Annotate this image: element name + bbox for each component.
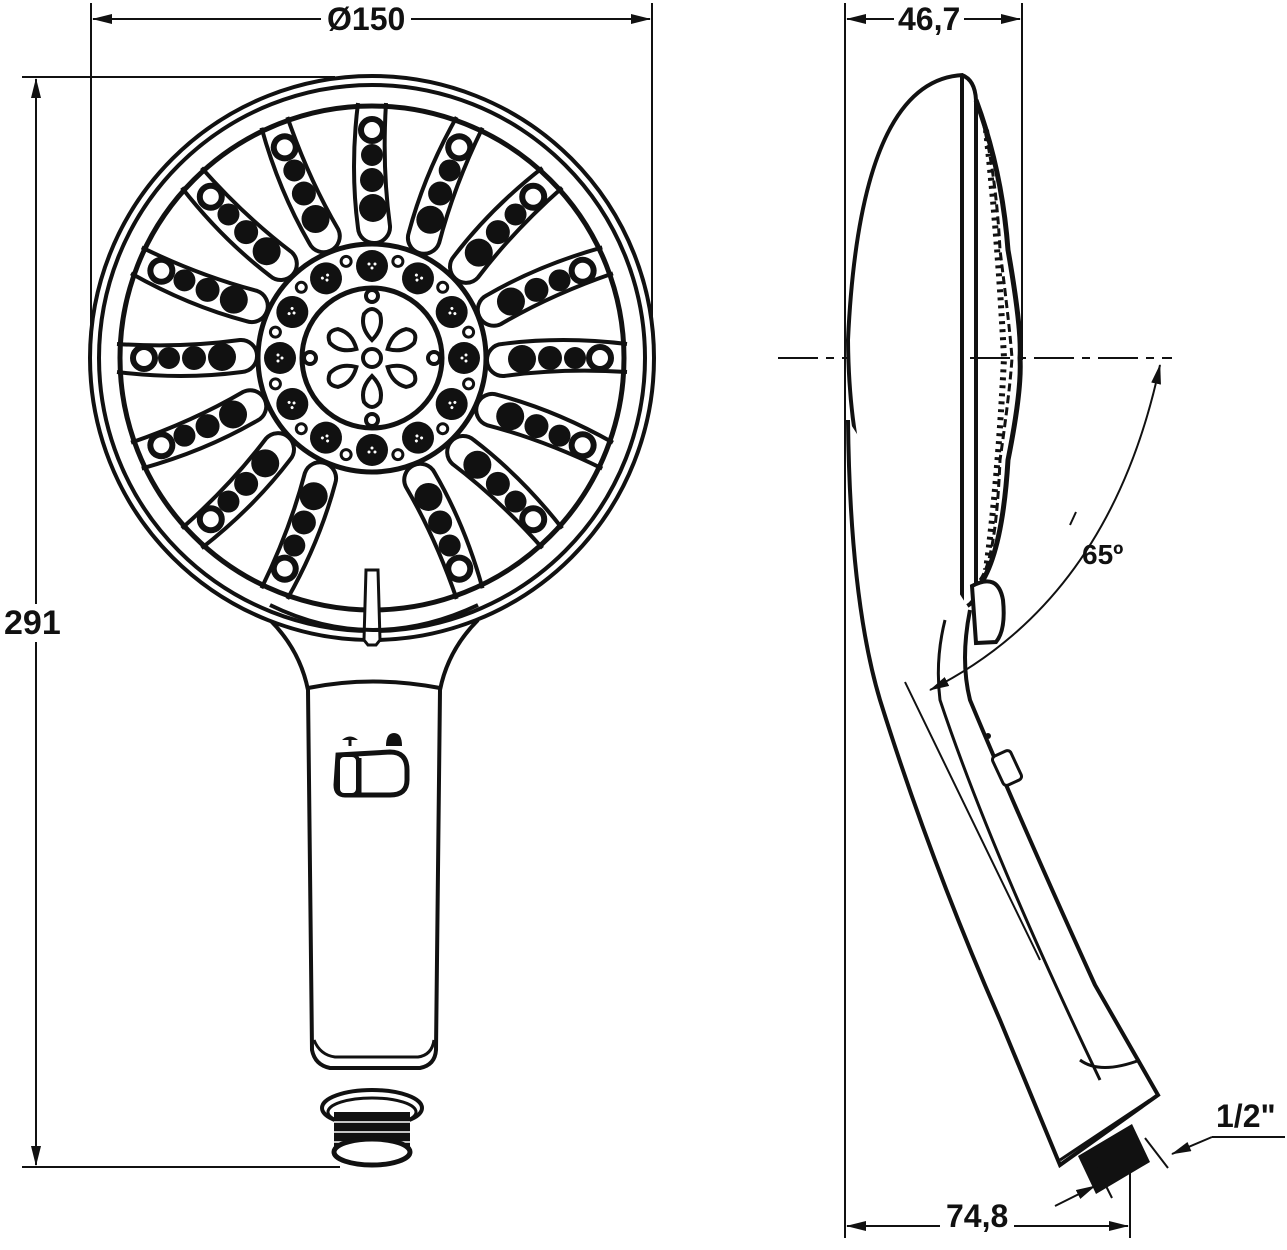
mode-switch-button <box>333 733 410 798</box>
front-view <box>22 3 656 1168</box>
angle-dimension <box>904 364 1161 961</box>
handle <box>268 618 480 1168</box>
angle-label: 65º <box>1082 539 1124 570</box>
height-label: 291 <box>4 604 61 642</box>
thread-connector <box>320 1088 424 1168</box>
side-view <box>778 3 1285 1238</box>
selector-tab <box>362 568 382 647</box>
side-thread <box>1078 1124 1150 1194</box>
shower-head-face <box>88 74 656 647</box>
thread-size-label: 1/2" <box>1216 1098 1276 1134</box>
depth-label: 46,7 <box>894 3 965 35</box>
handle-side <box>846 419 1161 1169</box>
thread-dimension <box>1144 1136 1285 1169</box>
diameter-label: Ø150 <box>321 3 412 35</box>
base-offset-label: 74,8 <box>940 1200 1015 1232</box>
